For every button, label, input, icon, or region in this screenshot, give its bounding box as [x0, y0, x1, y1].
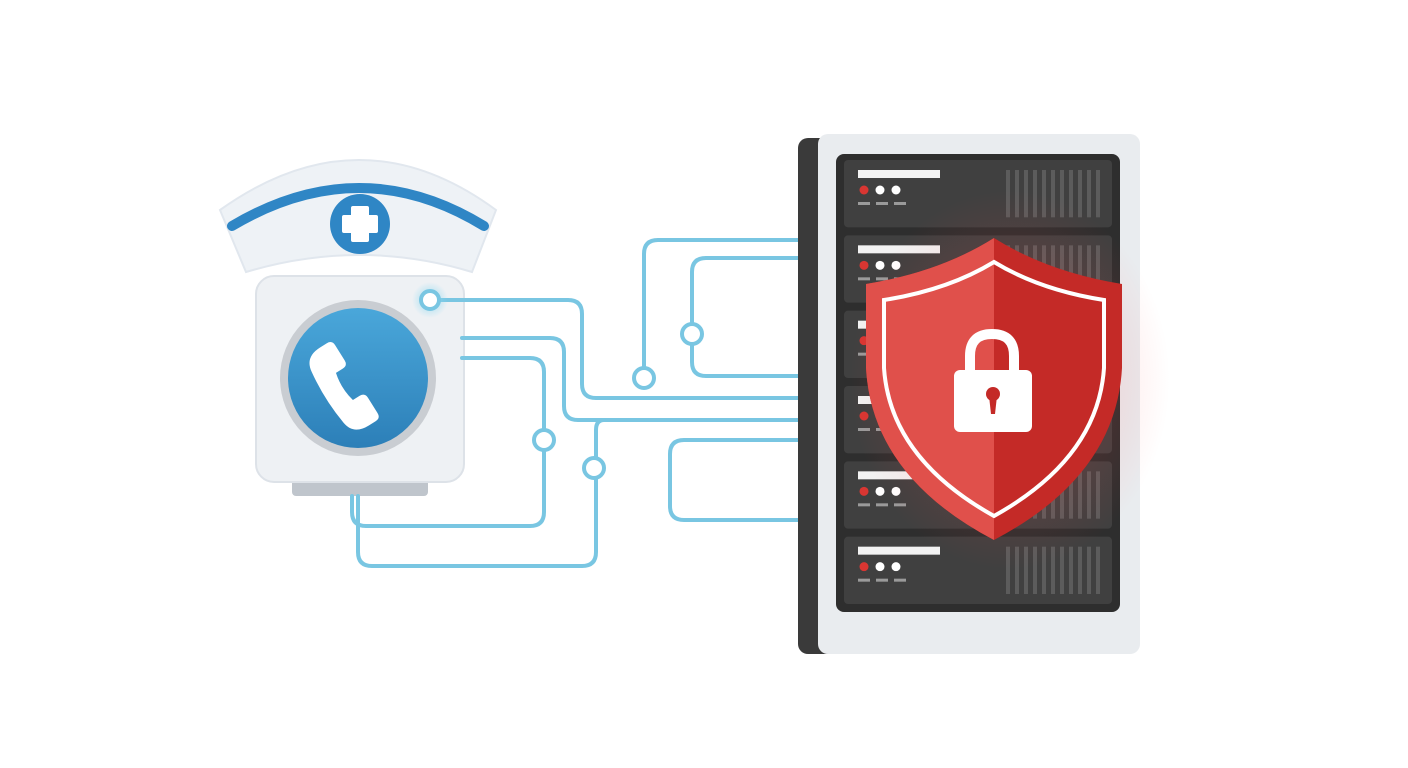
padlock-icon	[954, 328, 1032, 432]
connector-lines	[350, 238, 884, 568]
phone-handset-icon	[309, 342, 379, 430]
nurse-hat	[218, 159, 498, 274]
connector-node	[532, 428, 556, 452]
connector-node	[419, 289, 441, 311]
connector-node	[680, 322, 704, 346]
connector-node	[632, 366, 656, 390]
nurse-phone-device	[218, 159, 498, 496]
shield-lock-icon	[866, 238, 1122, 540]
connector-node	[582, 456, 606, 480]
